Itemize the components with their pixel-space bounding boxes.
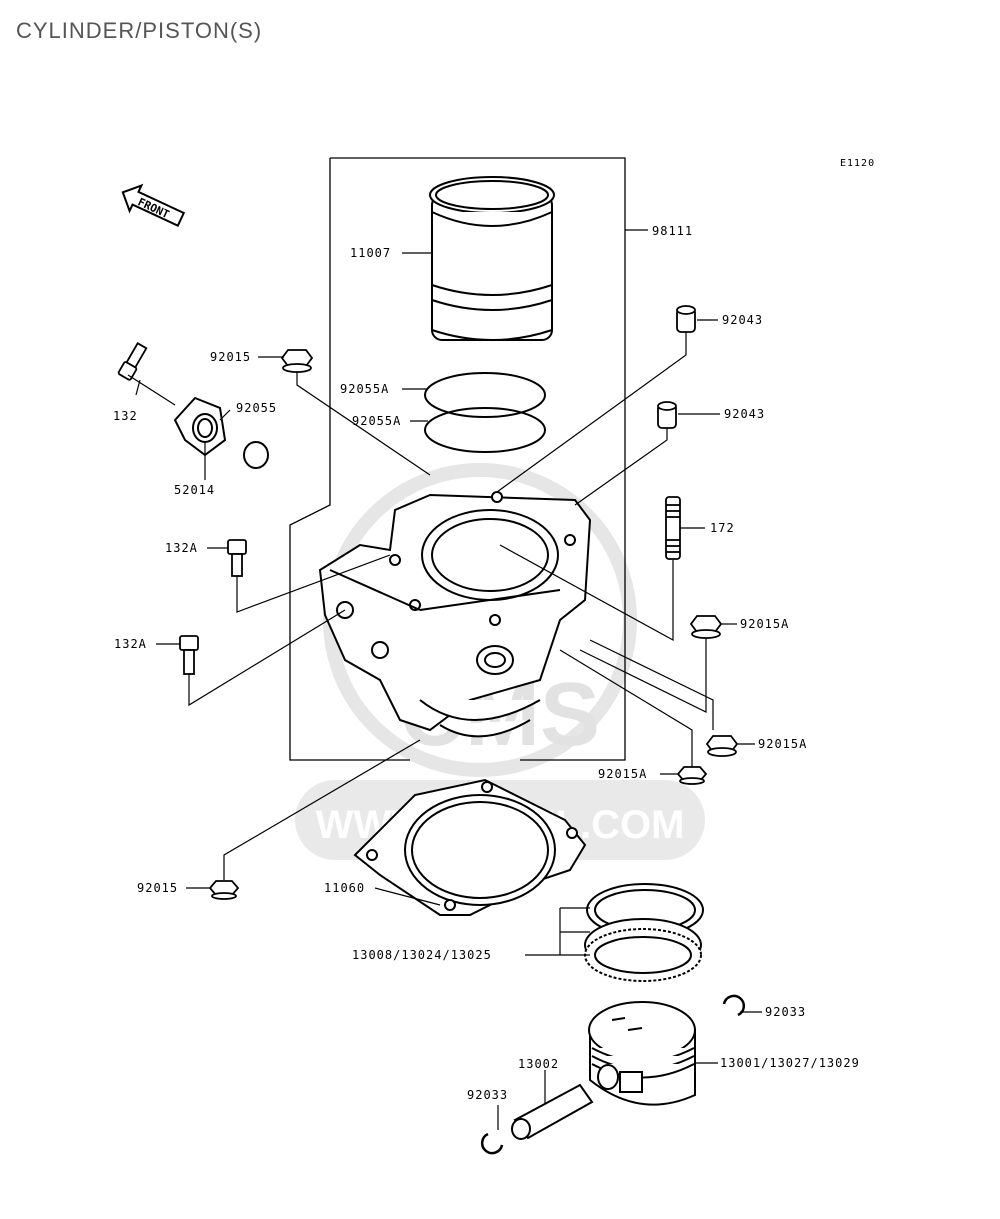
label-92015-b: 92015 [137,881,178,895]
piston-rings [584,883,704,982]
label-92015A-1: 92015A [740,617,789,631]
label-13002: 13002 [518,1057,559,1071]
assembly-bracket [289,157,648,761]
label-132A-2: 132A [114,637,147,651]
label-92033-b: 92033 [467,1088,508,1102]
front-arrow-icon: FRONT [121,183,186,228]
label-92055A-1: 92055A [340,382,389,396]
label-52014: 52014 [174,483,215,497]
label-11007: 11007 [350,246,391,260]
label-11060: 11060 [324,881,365,895]
label-13008: 13008/13024/13025 [352,948,492,962]
label-132A-1: 132A [165,541,198,555]
o-rings [424,372,546,453]
cylinder-block [318,491,592,738]
diagram-code: E1120 [840,158,875,169]
label-92015A-2: 92015A [758,737,807,751]
water-fitting [173,396,269,469]
label-13001: 13001/13027/13029 [720,1056,860,1070]
flange-nuts [208,349,739,900]
label-98111: 98111 [652,224,693,238]
page-title: CYLINDER/PISTON(S) [16,18,263,43]
label-172: 172 [710,521,735,535]
label-132: 132 [113,409,138,423]
stud [665,496,681,560]
piston [588,1001,696,1106]
label-92015A-3: 92015A [598,767,647,781]
label-92043-a: 92043 [722,313,763,327]
label-92055A-2: 92055A [352,414,401,428]
leader-lines [127,252,762,1130]
cylinder-sleeve [429,176,555,341]
label-92033-a: 92033 [765,1005,806,1019]
label-92015: 92015 [210,350,251,364]
dowel-pins [657,305,696,429]
base-gasket [353,778,587,916]
bolts [117,342,247,675]
label-92043-b: 92043 [724,407,765,421]
piston-pin [511,1083,594,1140]
label-92055: 92055 [236,401,277,415]
